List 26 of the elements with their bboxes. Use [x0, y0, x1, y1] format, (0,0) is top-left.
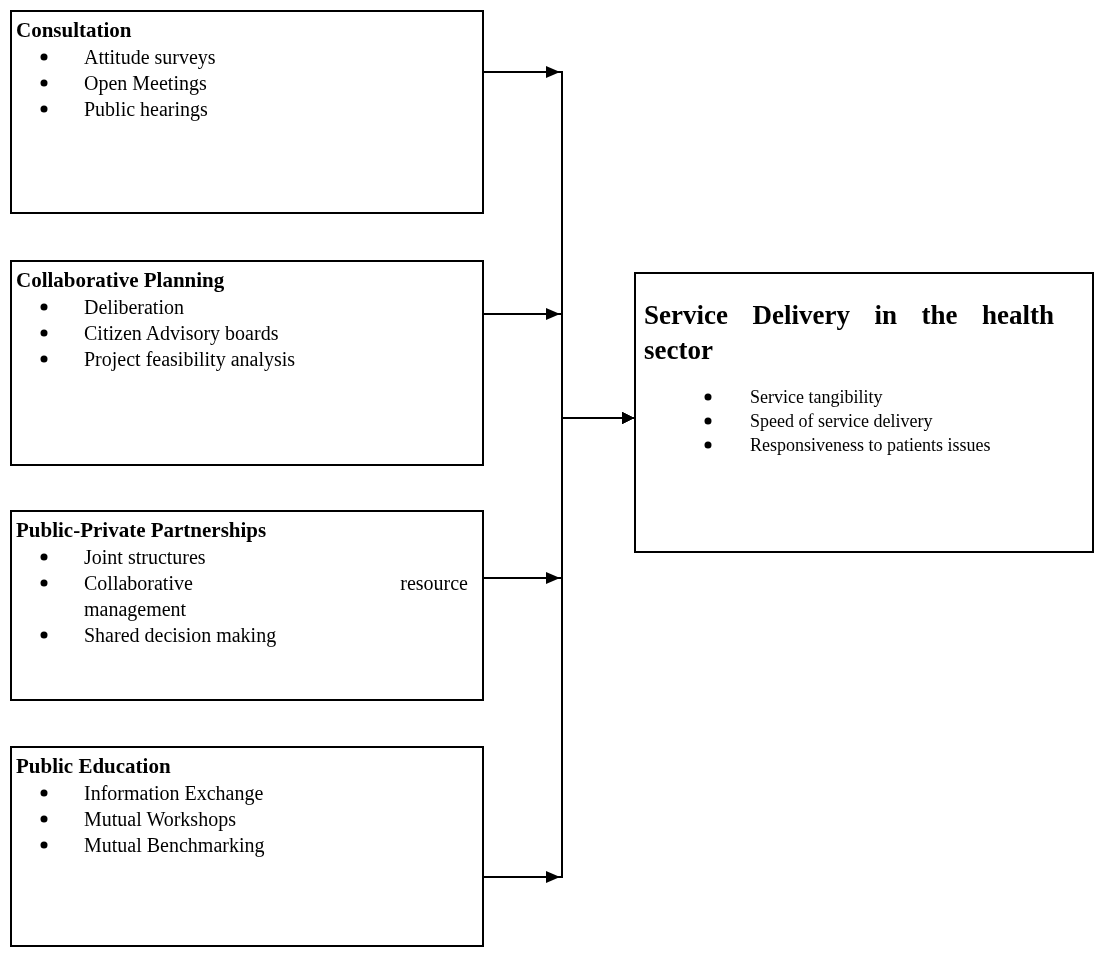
content-box: [10, 10, 484, 214]
box-heading: Collaborative Planning: [16, 268, 226, 293]
box-heading: Consultation: [16, 18, 133, 43]
arrow: [483, 412, 635, 883]
content-box: [634, 272, 1094, 553]
list-item: Responsiveness to patients issues: [750, 434, 992, 457]
box-heading: Service Delivery in the health sector: [644, 299, 1054, 368]
content-box: [10, 746, 484, 947]
list-item: Speed of service delivery: [750, 410, 934, 433]
box-heading: Public Education: [16, 754, 172, 779]
list-item: Deliberation: [84, 295, 185, 320]
list-item: Mutual Workshops: [84, 807, 237, 832]
list-item: Project feasibility analysis: [84, 347, 297, 372]
list-item: Information Exchange: [84, 781, 265, 806]
list-item: Service tangibility: [750, 386, 884, 409]
box-heading: Public-Private Partnerships: [16, 518, 268, 543]
list-item: Attitude surveys: [84, 45, 217, 70]
list-item: Joint structures: [84, 545, 207, 570]
list-item: Public hearings: [84, 97, 209, 122]
list-item: Citizen Advisory boards: [84, 321, 280, 346]
list-item: Collaborative resource management: [84, 571, 468, 622]
content-box: [10, 510, 484, 701]
list-item: Shared decision making: [84, 623, 278, 648]
content-box: [10, 260, 484, 466]
list-item: Mutual Benchmarking: [84, 833, 266, 858]
list-item: Open Meetings: [84, 71, 208, 96]
